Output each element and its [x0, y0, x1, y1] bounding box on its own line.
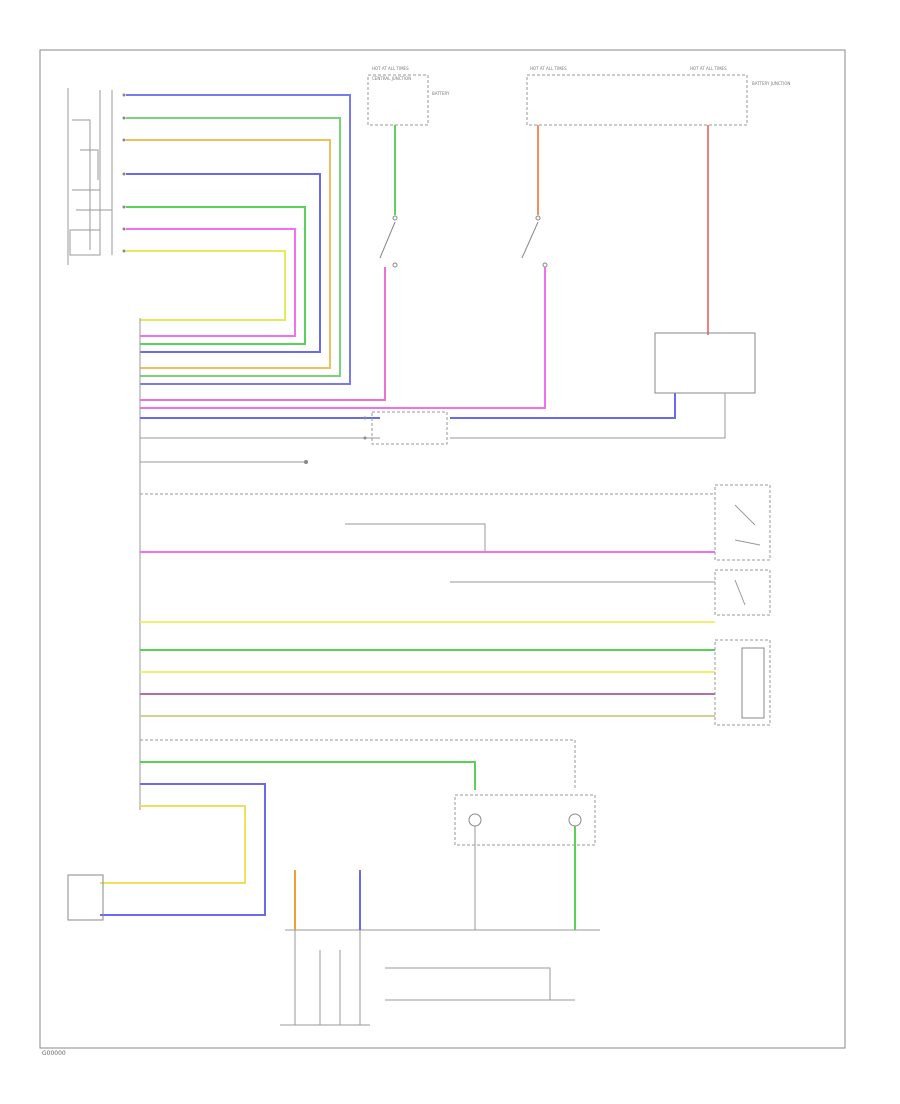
cluster-connector-pins [122, 93, 126, 253]
svg-text:HOT AT ALL TIMES: HOT AT ALL TIMES [530, 66, 567, 71]
svg-text:BATTERY: BATTERY [432, 91, 450, 96]
diagram-frame [39, 49, 846, 1049]
speed-control-module [450, 332, 756, 439]
switch-cluster-top-left [67, 88, 113, 265]
fuse-box-right: HOT AT ALL TIMES HOT AT ALL TIMES BATTER… [526, 66, 790, 126]
bottom-left-sensor [67, 874, 104, 921]
svg-text:BATTERY JUNCTION: BATTERY JUNCTION [752, 81, 790, 86]
svg-text:HOT AT ALL TIMES: HOT AT ALL TIMES [372, 66, 409, 71]
horizontal-circuits [100, 411, 715, 916]
footer-code: G00000 [42, 1050, 66, 1057]
right-components [714, 484, 771, 726]
switch-to-module-wires [140, 267, 546, 409]
brake-switches [379, 215, 548, 268]
fuse-box-left: HOT AT ALL TIMES CENTRAL JUNCTION BATTER… [367, 66, 450, 126]
clockspring-section [280, 794, 600, 1026]
fuse-wires [394, 125, 709, 335]
svg-text:CENTRAL JUNCTION: CENTRAL JUNCTION [372, 76, 411, 81]
cluster-wires [126, 94, 351, 385]
svg-text:HOT AT ALL TIMES: HOT AT ALL TIMES [690, 66, 727, 71]
